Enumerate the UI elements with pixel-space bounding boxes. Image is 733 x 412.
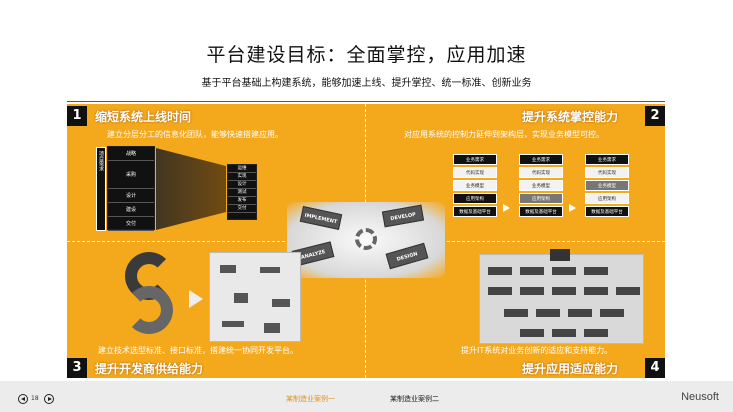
- collaboration-sketch: [209, 252, 301, 342]
- arch-cell: 应用架构: [519, 193, 563, 204]
- gear-icon: [355, 228, 377, 250]
- arrow-right-icon: [569, 204, 576, 212]
- footer-bar: 18 某制造业案例一 某制造业案例二 Neusoft: [0, 381, 733, 412]
- arch-cell: 数据及基础平台: [585, 206, 629, 217]
- goals-panel: 1 缩短系统上线时间 建立分层分工的信息化团队，能够快速搭建应用。 项目需求 战…: [67, 104, 665, 378]
- compressed-row: 实现: [228, 173, 256, 181]
- compressed-stack: 运维 实现 设计 测试 发布 交付: [227, 164, 257, 220]
- puzzle-piece: DEVELOP: [381, 204, 425, 228]
- compressed-row: 发布: [228, 197, 256, 205]
- arch-cell: 业务需求: [585, 154, 629, 165]
- quadrant-4-desc: 提升IT系统对业务创新的适应和支持能力。: [461, 346, 613, 355]
- quadrant-2-desc: 对应用系统的控制力延伸到架构层，实现业务模型可控。: [404, 130, 604, 139]
- arch-cell: 代码实现: [519, 167, 563, 178]
- stack-row: 建设: [108, 203, 154, 217]
- lifecycle-puzzle-image: IMPLEMENT DEVELOP ANALYZE DESIGN: [287, 202, 445, 278]
- compressed-row: 测试: [228, 189, 256, 197]
- stack-label: 项目需求: [96, 147, 106, 231]
- arch-cell: 应用架构: [585, 193, 629, 204]
- architecture-graphic: [479, 249, 644, 344]
- arch-cell: 业务需求: [519, 154, 563, 165]
- arch-cell: 应用架构: [453, 193, 497, 204]
- arch-cell: 业务模型: [453, 180, 497, 191]
- puzzle-piece: IMPLEMENT: [299, 206, 343, 230]
- quadrant-2-title: 提升系统掌控能力: [522, 110, 619, 124]
- compression-funnel: [156, 148, 226, 230]
- quadrant-1-desc: 建立分层分工的信息化团队，能够快速搭建应用。: [107, 130, 283, 139]
- arrow-right-icon: [189, 290, 203, 308]
- arch-cell: 业务模型: [585, 180, 629, 191]
- next-slide-icon[interactable]: [44, 394, 54, 404]
- quadrant-4-title: 提升应用适应能力: [522, 362, 619, 376]
- quadrant-2-number: 2: [645, 106, 665, 126]
- stack-row: 交付: [108, 217, 154, 231]
- stack-row: 设计: [108, 189, 154, 203]
- stack-row: 采购: [108, 161, 154, 189]
- arch-cell: 数据及基础平台: [453, 206, 497, 217]
- interlock-graphic: [121, 252, 177, 334]
- process-stack: 项目需求 战略 采购 设计 建设 交付: [96, 146, 155, 231]
- quadrant-1-number: 1: [67, 106, 87, 126]
- page-number: 18: [31, 395, 39, 402]
- quadrant-1-title: 缩短系统上线时间: [95, 110, 192, 124]
- case-link-2[interactable]: 某制造业案例二: [390, 395, 439, 403]
- arch-cell: 代码实现: [453, 167, 497, 178]
- quadrant-3-desc: 建立技术选型标准、接口标准，搭建统一协同开发平台。: [98, 346, 298, 355]
- stack-row: 战略: [108, 147, 154, 161]
- arch-cell: 数据及基础平台: [519, 206, 563, 217]
- neusoft-logo: Neusoft: [681, 391, 719, 403]
- quadrant-3-title: 提升开发商供给能力: [95, 362, 204, 376]
- arch-column-3: 业务需求 代码实现 业务模型 应用架构 数据及基础平台: [585, 154, 629, 219]
- prev-slide-icon[interactable]: [18, 394, 28, 404]
- compressed-row: 交付: [228, 205, 256, 213]
- puzzle-piece: DESIGN: [385, 242, 429, 270]
- arch-cell: 业务需求: [453, 154, 497, 165]
- page-subtitle: 基于平台基础上构建系统，能够加速上线、提升掌控、统一标准、创新业务: [201, 78, 532, 89]
- arch-cell: 业务模型: [519, 180, 563, 191]
- quadrant-3-number: 3: [67, 358, 87, 378]
- arch-column-1: 业务需求 代码实现 业务模型 应用架构 数据及基础平台: [453, 154, 497, 219]
- compressed-row: 运维: [228, 165, 256, 173]
- page-title: 平台建设目标：全面掌控，应用加速: [206, 44, 527, 66]
- header-divider: [67, 101, 665, 102]
- arch-cell: 代码实现: [585, 167, 629, 178]
- case-link-1[interactable]: 某制造业案例一: [286, 395, 335, 403]
- compressed-row: 设计: [228, 181, 256, 189]
- quadrant-4-number: 4: [645, 358, 665, 378]
- arrow-right-icon: [503, 204, 510, 212]
- arch-column-2: 业务需求 代码实现 业务模型 应用架构 数据及基础平台: [519, 154, 563, 219]
